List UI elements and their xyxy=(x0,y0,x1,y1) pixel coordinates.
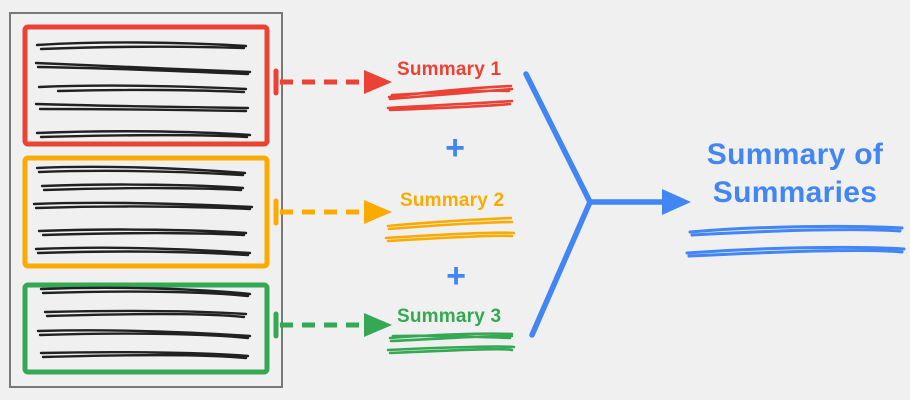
chunk-2-text-scribbles xyxy=(32,165,254,257)
plus-operator-1: + xyxy=(445,129,465,167)
scribble-stroke xyxy=(386,216,514,231)
text-scribble-line xyxy=(32,201,254,211)
chunk-2-outline xyxy=(22,155,270,269)
document-chunk-2 xyxy=(22,155,270,269)
summary-2-label: Summary 2 xyxy=(400,190,505,211)
scribble-stroke xyxy=(388,332,514,343)
arrow-green-head xyxy=(364,313,392,337)
arrow-chunk2-to-summary2 xyxy=(273,198,392,226)
summary-3-label: Summary 3 xyxy=(397,306,502,327)
summary-1-scribble xyxy=(386,84,514,112)
document-outline xyxy=(9,12,283,388)
scribble-stroke xyxy=(685,245,906,258)
scribble-stroke xyxy=(384,231,516,243)
document-chunk-3 xyxy=(22,282,270,375)
text-scribble-line xyxy=(34,246,252,257)
merge-arrow-head xyxy=(662,189,691,215)
scribble-stroke xyxy=(387,84,514,101)
text-scribble-line xyxy=(34,61,252,76)
text-scribble-line xyxy=(35,165,247,177)
text-scribble-line xyxy=(39,350,250,360)
plus-operator-2: + xyxy=(446,257,466,295)
chunk-3-outline xyxy=(22,282,270,375)
document-chunk-1 xyxy=(22,24,270,147)
summary-2-scribble xyxy=(384,216,516,243)
arrow-chunk1-to-summary1 xyxy=(273,68,392,96)
arrow-orange-head xyxy=(364,200,392,224)
text-scribble-line xyxy=(35,130,252,139)
arrow-chunk3-to-summary3 xyxy=(273,311,392,339)
scribble-stroke xyxy=(688,224,904,237)
text-scribble-line xyxy=(39,286,252,298)
merge-bracket-arrow xyxy=(523,71,691,338)
merge-bracket xyxy=(523,71,593,338)
output-scribble xyxy=(685,224,906,258)
chunk-1-outline xyxy=(22,24,270,147)
text-scribble-line xyxy=(40,183,245,192)
summary-3-scribble xyxy=(386,332,516,355)
text-scribble-line xyxy=(36,329,252,340)
arrow-red-head xyxy=(364,70,392,94)
text-scribble-line xyxy=(43,309,248,319)
scribble-stroke xyxy=(386,99,514,112)
scribble-stroke xyxy=(386,345,516,355)
chunk-3-text-scribbles xyxy=(36,286,252,360)
chunk-1-text-scribbles xyxy=(34,41,252,139)
text-scribble-line xyxy=(35,41,248,51)
summary-1-label: Summary 1 xyxy=(397,59,502,80)
text-scribble-line xyxy=(34,102,250,113)
text-scribble-line xyxy=(37,84,248,94)
text-scribble-line xyxy=(37,228,248,237)
output-label: Summary of Summaries xyxy=(706,138,884,209)
